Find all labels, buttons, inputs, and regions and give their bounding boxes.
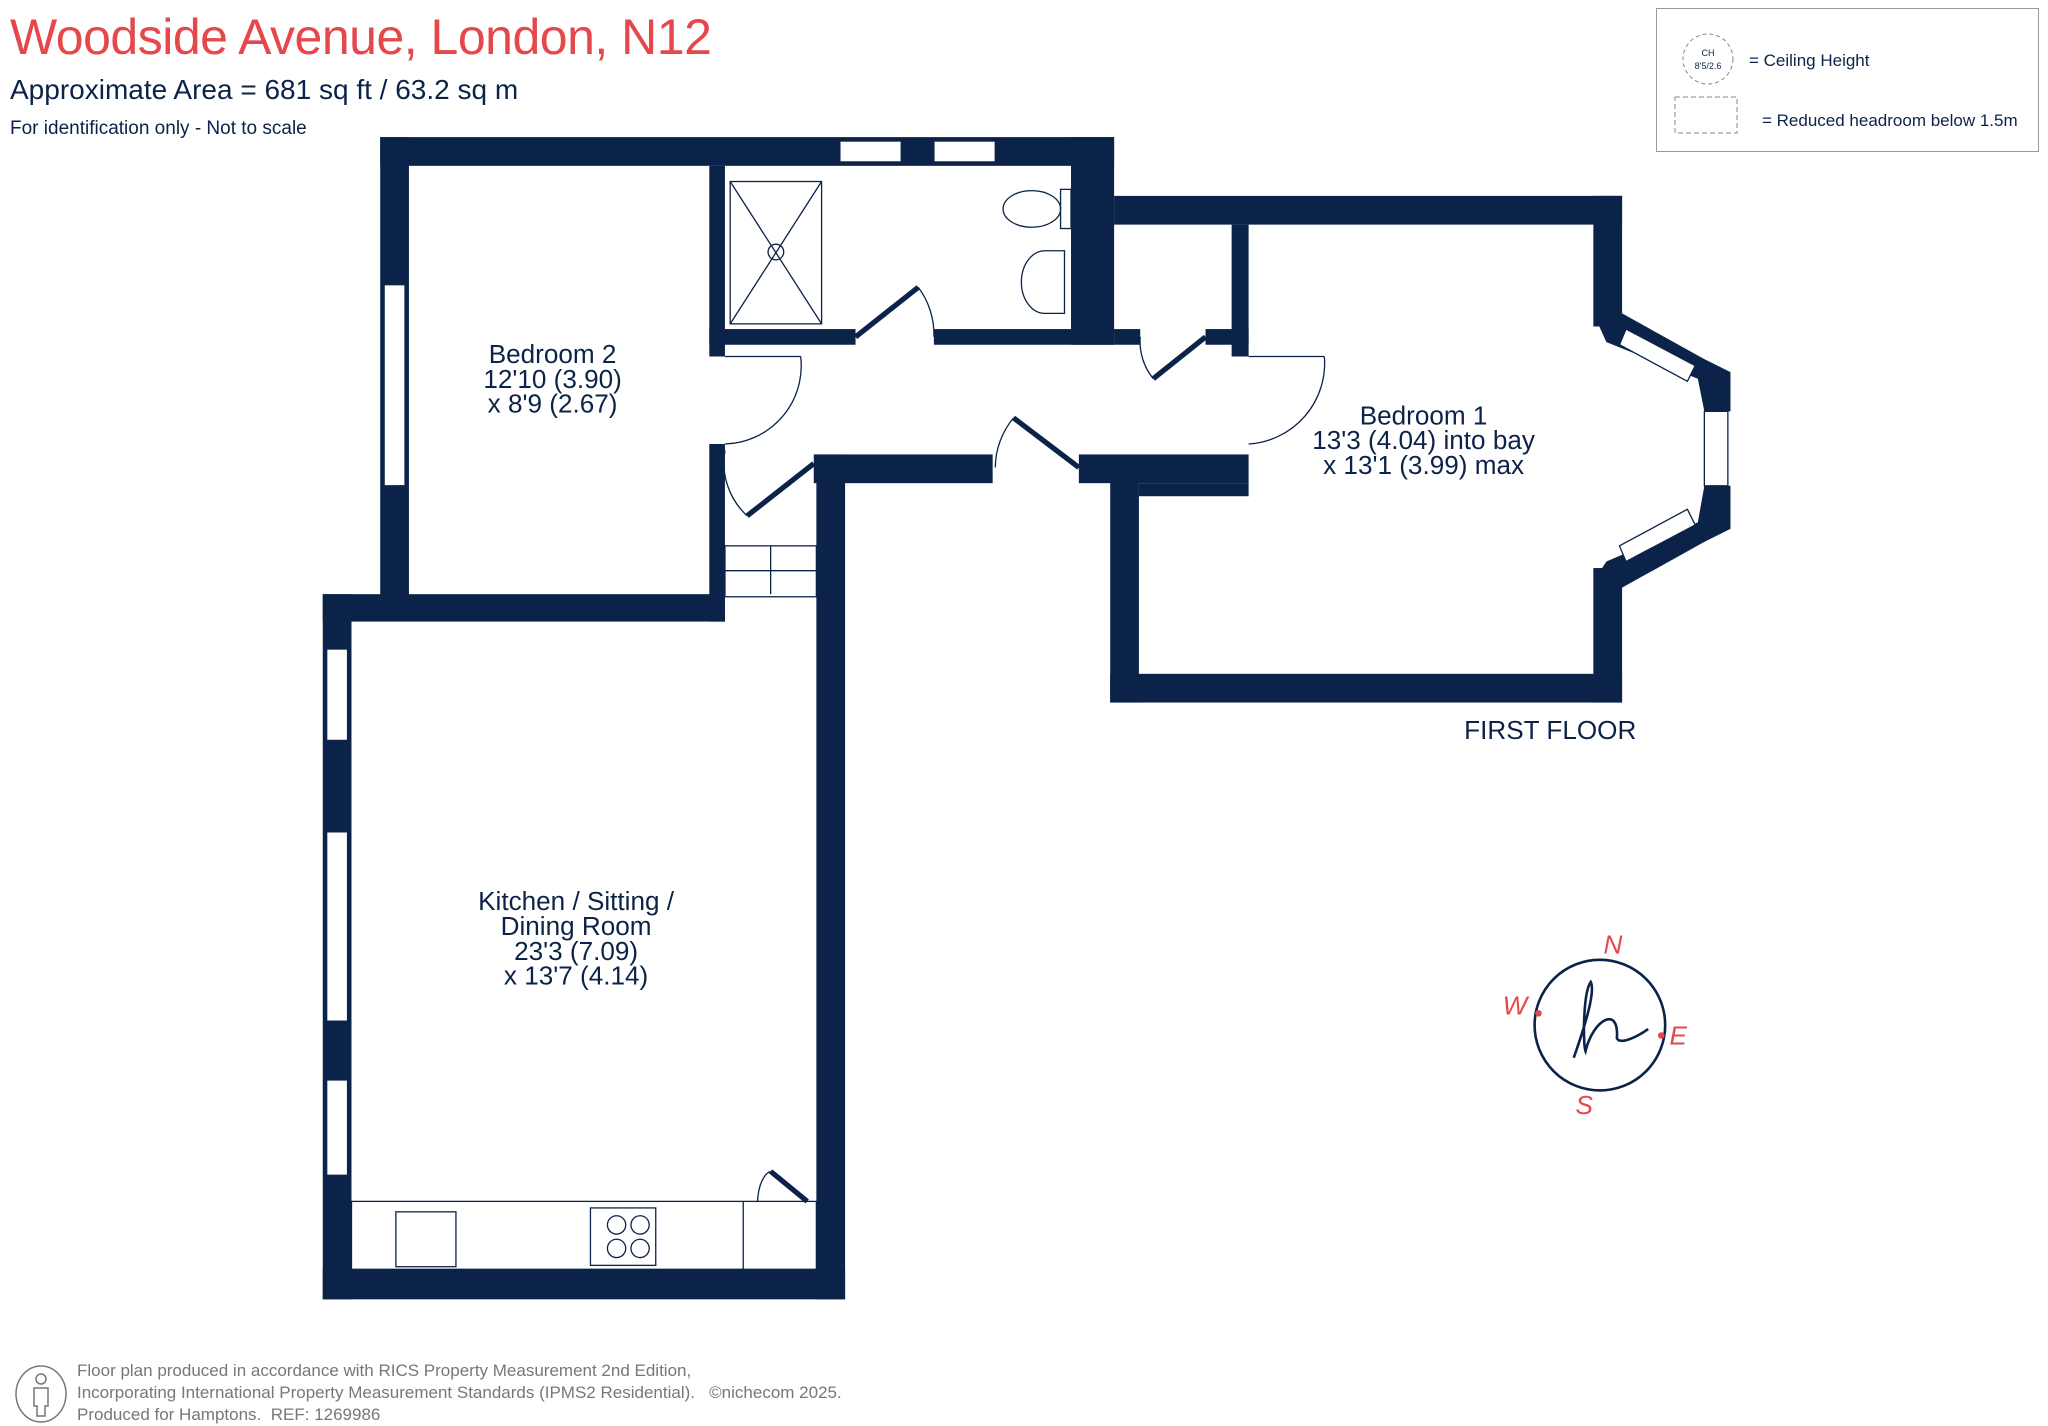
hob — [589, 1207, 657, 1267]
kitchen-sink — [395, 1211, 457, 1268]
floor-label: FIRST FLOOR — [1464, 715, 1636, 745]
compass-icon: N E S W — [1503, 929, 1688, 1120]
doors — [723, 285, 1326, 1204]
toilet — [1002, 190, 1062, 228]
bedroom2-dim1: 12'10 (3.90) — [483, 364, 622, 394]
legend-graphics: CH 8'5/2.6 = Ceiling Height = Reduced he… — [1674, 33, 2018, 134]
footer-ref: REF: 1269986 — [270, 1405, 381, 1424]
footer-line3: Produced for Hamptons. — [77, 1405, 262, 1424]
ceiling-height-icon — [1682, 33, 1734, 85]
bedroom2-name: Bedroom 2 — [489, 339, 617, 369]
compass-w: W — [1503, 991, 1530, 1021]
bedroom1-name: Bedroom 1 — [1360, 400, 1488, 430]
legend-reduced-text: = Reduced headroom below 1.5m — [1762, 111, 2018, 130]
person-scale-icon — [15, 1365, 67, 1423]
kitchen-counter — [350, 1200, 818, 1270]
wash-basin — [1020, 250, 1066, 315]
bedroom2-dim2: x 8'9 (2.67) — [488, 389, 618, 419]
legend-ch-value: 8'5/2.6 — [1695, 61, 1722, 71]
legend-ceiling-text: = Ceiling Height — [1749, 51, 1870, 70]
fixtures — [350, 180, 1072, 1270]
footer: Floor plan produced in accordance with R… — [77, 1360, 842, 1426]
compass-s: S — [1576, 1090, 1594, 1120]
footer-line1: Floor plan produced in accordance with R… — [77, 1361, 692, 1380]
bedroom1-dim2: x 13'1 (3.99) max — [1323, 450, 1524, 480]
compass-n: N — [1604, 929, 1623, 959]
shower-tray — [729, 180, 823, 325]
footer-copyright: ©nichecom 2025. — [709, 1383, 842, 1402]
approximate-area: Approximate Area = 681 sq ft / 63.2 sq m — [10, 74, 519, 105]
kitchen-dim2: x 13'7 (4.14) — [504, 961, 648, 991]
kitchen-name2: Dining Room — [501, 911, 652, 941]
kitchen-name: Kitchen / Sitting / — [478, 886, 675, 916]
bedroom1-dim1: 13'3 (4.04) into bay — [1312, 425, 1535, 455]
legend-ch-label: CH — [1702, 48, 1715, 58]
compass-e: E — [1670, 1021, 1688, 1051]
property-title: Woodside Avenue, London, N12 — [10, 9, 712, 65]
legend: CH 8'5/2.6 = Ceiling Height = Reduced he… — [1656, 8, 2039, 152]
kitchen-dim1: 23'3 (7.09) — [514, 936, 638, 966]
scale-note: For identification only - Not to scale — [10, 118, 307, 139]
footer-line2: Incorporating International Property Mea… — [77, 1383, 695, 1402]
reduced-headroom-icon — [1674, 96, 1738, 134]
windows — [326, 140, 1729, 1176]
